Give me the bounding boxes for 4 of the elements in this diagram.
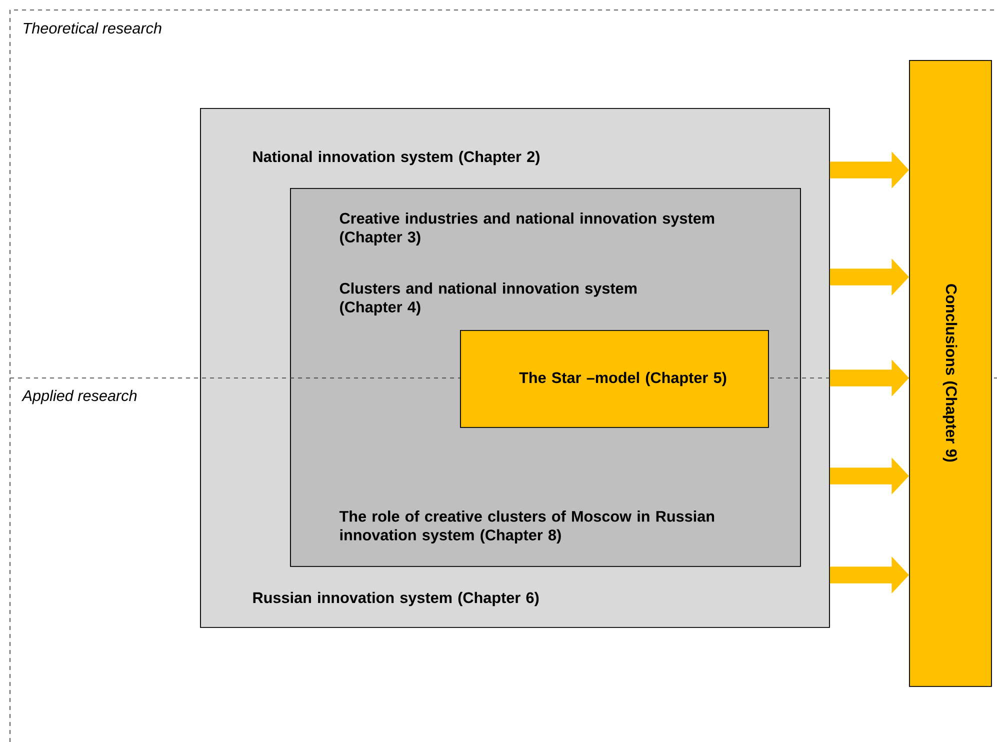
region-label: Theoretical research xyxy=(24,22,162,34)
region-label: Applied research xyxy=(22,390,137,404)
model-box: The Star –model (Chapter 5) xyxy=(460,330,769,428)
conclusions-bar: Conclusions (Chapter 9) xyxy=(909,60,992,687)
